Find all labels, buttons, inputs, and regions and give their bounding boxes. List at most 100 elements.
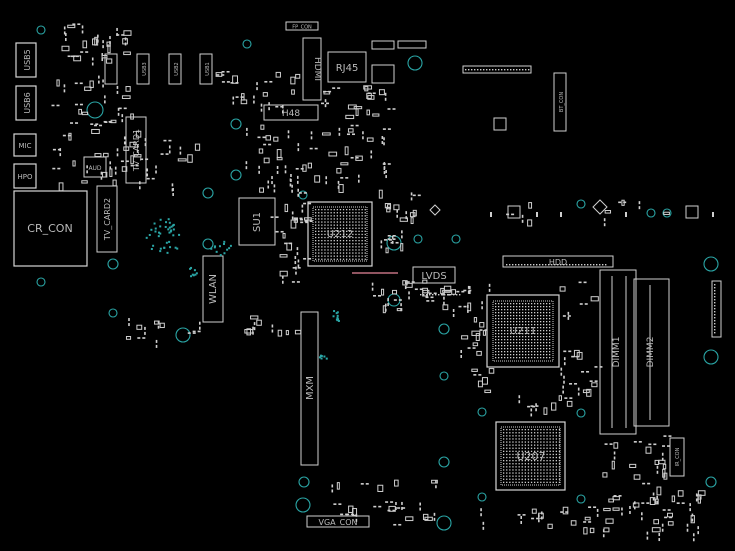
bga-ball (546, 339, 548, 341)
usb5-connector[interactable]: USB5 (15, 42, 37, 78)
bga-ball (537, 354, 539, 356)
via-dot (178, 233, 181, 236)
usb-port-c[interactable]: USB1 (199, 53, 213, 85)
smd-pad (435, 485, 437, 489)
rj45-connector[interactable]: RJ45 (327, 51, 367, 83)
bga-ball (506, 478, 508, 480)
bga-ball (355, 212, 357, 214)
bga-ball (513, 303, 515, 305)
right-edge-connector[interactable] (711, 280, 722, 338)
passive-component (279, 270, 288, 277)
bga-ball (534, 444, 536, 446)
ir-con-connector[interactable]: IR_CON (669, 437, 685, 477)
bga-ball (501, 318, 503, 320)
connector-pin (578, 264, 580, 266)
usb-port-a[interactable]: USB3 (136, 53, 150, 85)
passive-component (654, 459, 659, 465)
bga-ball (513, 345, 515, 347)
usb-port-d[interactable] (104, 53, 118, 85)
hdmi-connector[interactable]: HDMI (302, 37, 322, 101)
top-connector-strip[interactable] (397, 40, 427, 49)
bga-ball (527, 441, 530, 443)
bga-ball (546, 444, 548, 446)
bt-con-connector[interactable]: BT_CON (553, 72, 567, 132)
bga-ball (510, 321, 512, 323)
bga-ball (525, 327, 527, 329)
bga-ball (324, 249, 326, 251)
via-dot (222, 242, 225, 245)
u211-chip[interactable]: U211 (486, 294, 560, 368)
bga-ball (321, 233, 323, 236)
bga-ball (327, 230, 329, 232)
top-right-connector[interactable] (462, 65, 532, 74)
usb-port-b[interactable]: USB2 (168, 53, 182, 85)
fp-con-connector[interactable]: FP_CON (285, 21, 319, 31)
bga-ball (531, 345, 533, 347)
passive-component (613, 442, 619, 449)
bga-ball (358, 249, 360, 251)
bga-ball (330, 209, 332, 211)
h48-part[interactable]: H48 (263, 104, 319, 121)
bga-ball (512, 447, 514, 449)
lvds-connector[interactable]: LVDS (412, 266, 456, 284)
connector-pin (566, 264, 568, 266)
bga-ball (315, 221, 317, 223)
bga-ball (527, 453, 530, 456)
smd-pad (346, 133, 350, 136)
mic-jack[interactable]: MIC (13, 133, 37, 157)
smd-pad (253, 100, 255, 104)
bga-ball (546, 478, 548, 480)
vga-con-connector[interactable]: VGA_CON (306, 515, 370, 528)
bga-ball (549, 318, 551, 320)
usb-small-connector[interactable] (371, 40, 395, 50)
mxm-connector[interactable]: MXM (300, 311, 319, 466)
hpo-jack[interactable]: HPO (13, 163, 37, 189)
cr-con-connector[interactable]: CR_CON (13, 190, 88, 267)
square-component[interactable] (371, 64, 395, 84)
bga-ball (318, 230, 320, 232)
su1-chip[interactable]: SU1 (238, 197, 276, 246)
bga-ball (543, 354, 545, 356)
passive-component (377, 484, 384, 492)
smd-pad (531, 517, 535, 520)
bga-ball (519, 333, 521, 335)
bga-ball (521, 435, 523, 437)
bga-ball (537, 441, 539, 443)
bga-ball (531, 315, 533, 317)
connector-pin (714, 332, 716, 334)
bga-ball (537, 475, 539, 477)
mounting-hole (242, 39, 252, 49)
connector-pin (429, 294, 431, 296)
bga-ball (546, 354, 548, 356)
bga-ball (506, 447, 508, 449)
bga-ball (549, 309, 551, 311)
bga-ball (327, 224, 329, 226)
smd-pad (629, 510, 631, 514)
tv-card2-connector[interactable]: TV_CARD2 (96, 185, 118, 253)
passive-component (232, 75, 238, 84)
bga-ball (318, 258, 320, 260)
connector-pin (441, 294, 443, 296)
dimm1-slot[interactable]: DIMM1 (599, 269, 637, 435)
u207-chip[interactable]: U207 (495, 421, 566, 491)
passive-component (336, 167, 342, 174)
bga-ball (549, 472, 551, 474)
smd-pad (481, 301, 483, 305)
bga-ball (518, 432, 520, 434)
bga-ball (512, 429, 514, 431)
dimm2-slot[interactable]: DIMM2 (633, 278, 670, 427)
passive-component (123, 146, 130, 151)
usb6-connector[interactable]: USB6 (15, 85, 37, 121)
connector-pin (714, 293, 716, 295)
smd-pad (410, 197, 413, 201)
bga-ball (352, 218, 354, 220)
bga-ball (552, 447, 554, 449)
passive-component (476, 350, 482, 356)
tv-card2-label: TV_CARD2 (103, 198, 112, 241)
bga-ball (519, 339, 521, 341)
bga-ball (546, 463, 548, 465)
bga-ball (495, 357, 497, 359)
wlan-connector[interactable]: WLAN (202, 255, 224, 323)
connector-pin (498, 69, 500, 71)
hdd-connector[interactable]: HDD (502, 255, 614, 268)
